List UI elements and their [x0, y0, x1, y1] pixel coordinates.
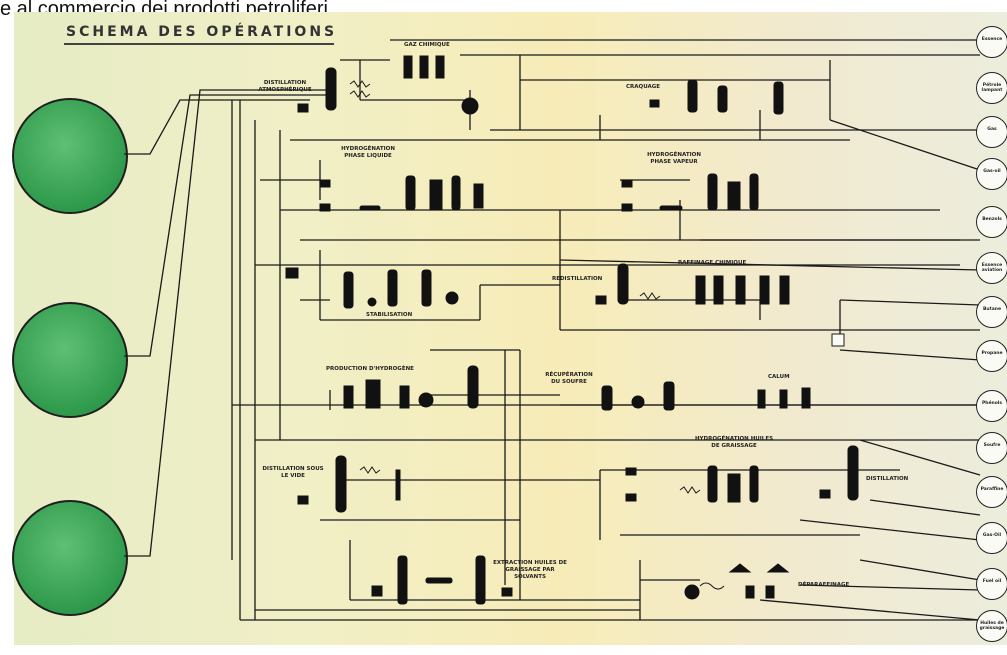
output-node: Soufre	[976, 432, 1007, 464]
label-stabilisation: STABILISATION	[366, 312, 412, 319]
output-node: Gas	[976, 116, 1007, 148]
output-node: Gas-Oil	[976, 522, 1007, 554]
output-node: Paraffine	[976, 476, 1007, 508]
label-gaz-chimique: GAZ CHIMIQUE	[404, 42, 450, 49]
output-node: Phénols	[976, 390, 1007, 422]
label-raffinage-chimique: RAFFINAGE CHIMIQUE	[678, 260, 746, 267]
output-node: Huiles de graissage	[976, 610, 1007, 642]
label-deparaffinage: DÉPARAFFINAGE	[798, 582, 849, 589]
output-node: Fuel oil	[976, 568, 1007, 600]
output-node: Gas-oil	[976, 158, 1007, 190]
label-distillation-vide: DISTILLATION SOUS LE VIDE	[262, 466, 324, 480]
label-calum: CALUM	[768, 374, 790, 381]
label-distillation-atmospherique: DISTILLATION ATMOSPHÉRIQUE	[250, 80, 320, 94]
label-recuperation-soufre: RÉCUPÉRATION DU SOUFRE	[540, 372, 598, 386]
label-production-hydrogene: PRODUCTION D'HYDROGÈNE	[326, 366, 414, 373]
output-node: Essence	[976, 26, 1007, 58]
label-hydrogenation-huiles: HYDROGÉNATION HUILES DE GRAISSAGE	[694, 436, 774, 450]
output-node: Essence aviation	[976, 252, 1007, 284]
label-craquage: CRAQUAGE	[626, 84, 660, 91]
output-node: Pétrole lampant	[976, 72, 1007, 104]
label-distillation: DISTILLATION	[866, 476, 908, 483]
label-redistillation: REDISTILLATION	[552, 276, 602, 283]
output-node: Propane	[976, 340, 1007, 372]
label-extraction-huiles: EXTRACTION HUILES DE GRAISSAGE PAR SOLVA…	[490, 560, 570, 581]
label-hydrogenation-vapeur: HYDROGÉNATION PHASE VAPEUR	[644, 152, 704, 166]
label-hydrogenation-liquide: HYDROGÉNATION PHASE LIQUIDE	[340, 146, 396, 160]
output-node: Benzols	[976, 206, 1007, 238]
output-node: Butane	[976, 296, 1007, 328]
